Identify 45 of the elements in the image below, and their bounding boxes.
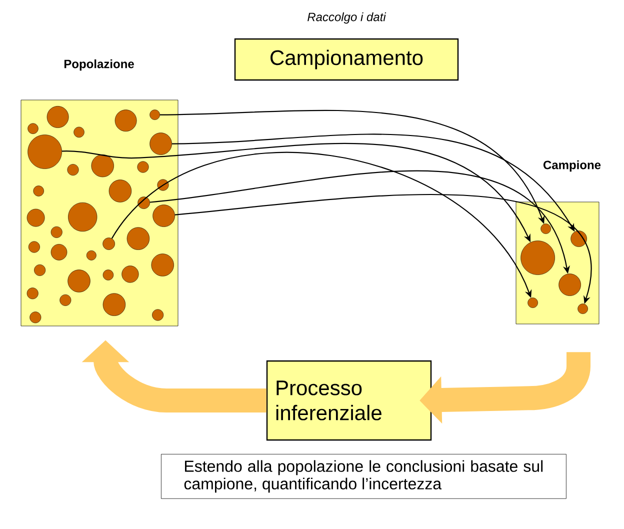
process-box: Processo inferenziale	[266, 360, 432, 441]
dot	[91, 154, 114, 178]
dot	[570, 230, 587, 247]
dot	[150, 110, 160, 120]
dot	[122, 266, 139, 283]
dot	[60, 294, 72, 306]
dot	[68, 202, 98, 232]
dot	[578, 304, 588, 314]
dot	[138, 196, 150, 209]
dot	[68, 270, 90, 292]
dot	[26, 208, 45, 227]
node-label: Raccolgo i dati	[308, 12, 386, 24]
dot	[86, 250, 96, 260]
dot	[50, 226, 62, 238]
dot	[46, 106, 69, 128]
box-heading: Popolazione	[64, 59, 134, 71]
dot	[67, 164, 79, 176]
dot	[30, 312, 42, 324]
dot	[157, 179, 169, 191]
dot	[28, 123, 38, 134]
dot	[150, 132, 172, 155]
box-heading: Campione	[543, 160, 601, 172]
dot	[126, 227, 150, 250]
dot	[50, 244, 68, 260]
dot	[74, 126, 84, 138]
dot	[558, 274, 581, 296]
dot	[528, 298, 538, 308]
dot	[108, 180, 132, 202]
dot	[520, 240, 555, 275]
dot	[34, 264, 46, 276]
dot	[33, 186, 44, 196]
dot	[152, 309, 164, 321]
dot	[114, 110, 137, 132]
dot	[137, 161, 149, 173]
dot	[28, 241, 40, 253]
dot	[102, 270, 114, 280]
dot	[151, 254, 174, 276]
dot	[28, 134, 62, 169]
dot	[152, 204, 175, 227]
note-box: Estendo alla popolazione le conclusioni basate sul campione, quantificando l’incertezza	[161, 454, 566, 499]
dot	[26, 288, 38, 300]
dot	[540, 224, 551, 234]
dot	[102, 293, 126, 316]
process-box: Campionamento	[234, 38, 459, 81]
dot	[102, 238, 115, 250]
